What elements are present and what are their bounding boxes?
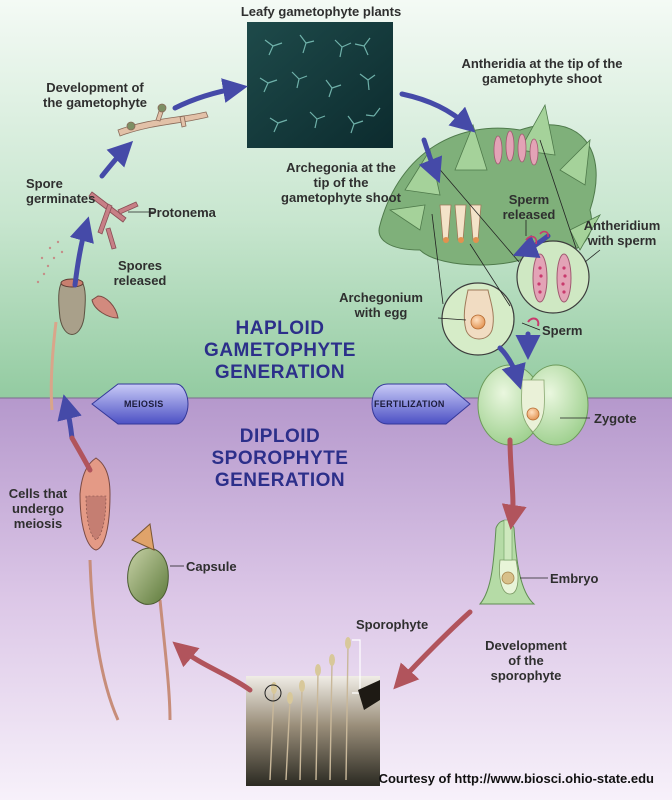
fertilization-arrow-label: FERTILIZATION xyxy=(374,399,445,409)
ascending-cycle-arrow xyxy=(69,435,93,473)
sperm-release-glyph xyxy=(525,230,549,245)
label-archegonium: Archegonium with egg xyxy=(339,290,423,320)
spore-capsule-illustration xyxy=(36,240,119,411)
progression-arrows xyxy=(57,78,551,441)
label-protonema: Protonema xyxy=(148,205,216,220)
label-embryo: Embryo xyxy=(550,571,599,586)
label-capsule: Capsule xyxy=(186,559,237,574)
label-pointer-lines xyxy=(128,211,601,579)
label-zygote: Zygote xyxy=(594,411,637,426)
meiosis-arrow-label: MEIOSIS xyxy=(124,399,164,409)
label-sperm-released: Sperm released xyxy=(502,192,556,222)
developing-gametophyte-illustration xyxy=(117,103,209,137)
meiosis-capsule-illustration xyxy=(79,457,120,721)
label-spore-germinates: Spore germinates xyxy=(26,176,96,206)
label-antheridia-tip: Antheridia at the tip of the gametophyte… xyxy=(461,56,623,86)
meiosis-arrow xyxy=(91,383,189,425)
fertilization-arrow xyxy=(371,383,471,425)
antheridium-zoom-circle xyxy=(429,139,590,314)
embryo-illustration xyxy=(478,519,536,605)
protonema-illustration xyxy=(88,191,139,250)
sporophyte-photo xyxy=(246,637,380,786)
haploid-generation-heading: HAPLOID GAMETOPHYTE GENERATION xyxy=(204,318,356,383)
label-leafy-gametophyte: Leafy gametophyte plants xyxy=(240,4,402,19)
label-spores-released: Spores released xyxy=(113,258,167,288)
credit-line: Courtesy of http://www.biosci.ohio-state… xyxy=(378,771,654,786)
zygote-illustration xyxy=(477,364,589,446)
leafy-gametophyte-photo xyxy=(247,22,393,148)
label-development-sporophyte: Development of the sporophyte xyxy=(485,638,567,683)
label-sperm: Sperm xyxy=(542,323,583,338)
sperm-glyph xyxy=(527,317,540,327)
label-cells-meiosis: Cells that undergo meiosis xyxy=(8,486,68,531)
archegonium-zoom-circle xyxy=(431,213,515,356)
label-development-gametophyte: Development of the gametophyte xyxy=(42,80,147,110)
capsule-illustration xyxy=(127,523,172,721)
label-archegonia-tip: Archegonia at the tip of the gametophyte… xyxy=(281,160,401,205)
label-sporophyte: Sporophyte xyxy=(356,617,429,632)
cycle-arrows xyxy=(172,437,527,693)
diploid-generation-heading: DIPLOID SPOROPHYTE GENERATION xyxy=(211,426,349,491)
label-antheridium: Antheridium with sperm xyxy=(583,218,661,248)
